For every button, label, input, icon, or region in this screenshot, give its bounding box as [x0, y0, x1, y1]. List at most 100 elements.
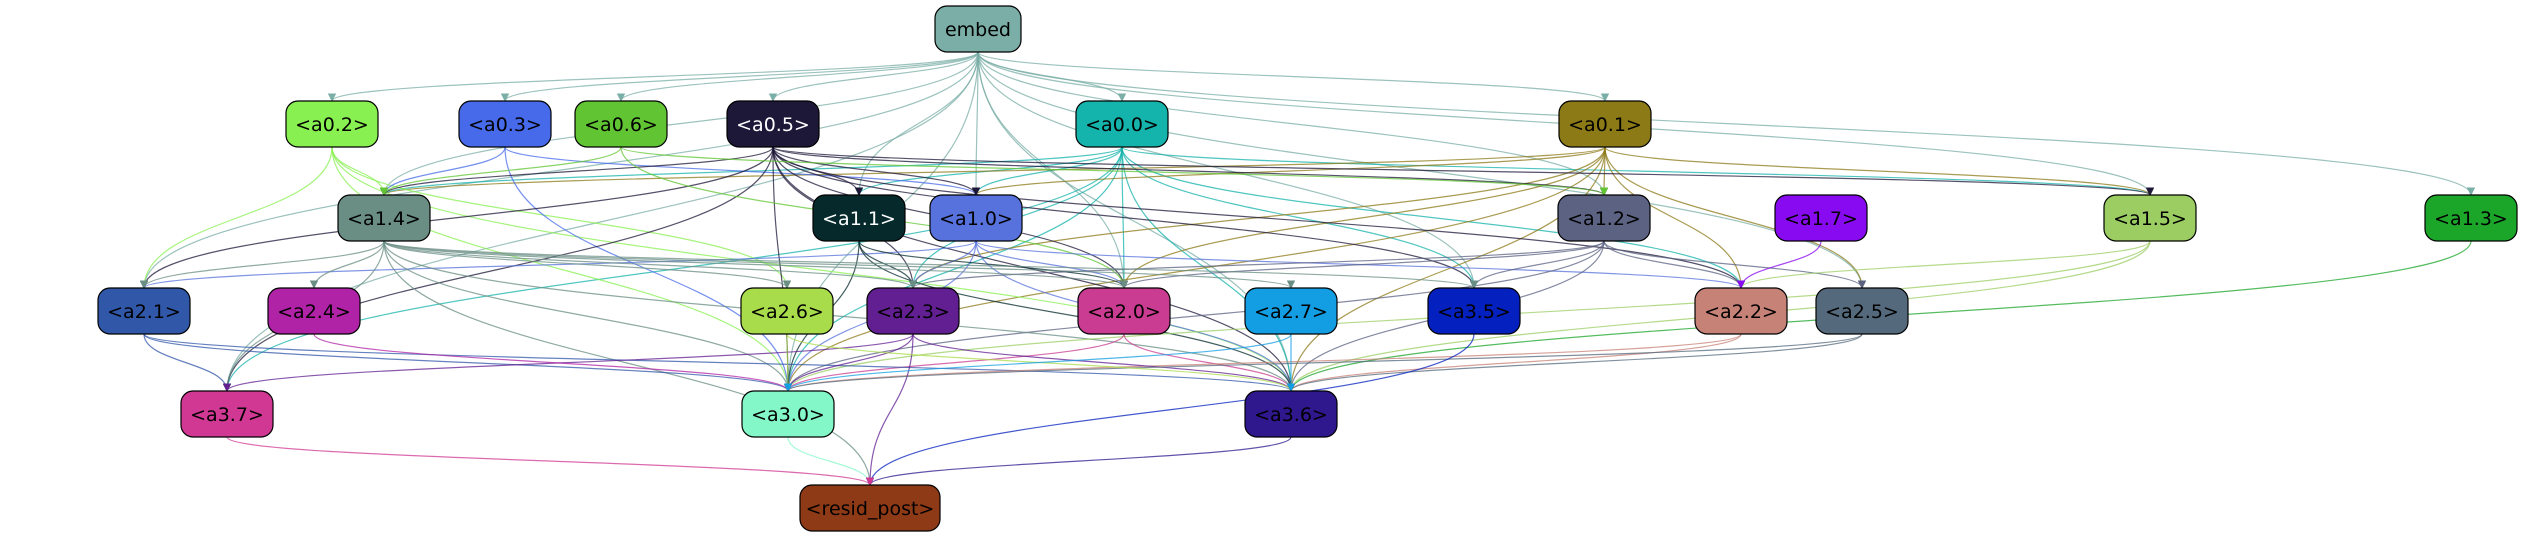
edge-a0_3-to-a1_0 [504, 146, 981, 196]
edge-a1_5-to-a2_2 [1736, 240, 2151, 289]
edge-a1_1-to-a2_0 [858, 240, 1129, 289]
edge-embed-to-a1_4 [379, 51, 979, 196]
node-box [741, 390, 835, 438]
node-a0-2[interactable]: <a0.2> [285, 100, 379, 148]
edge-a2_3-to-a3_0 [783, 333, 914, 392]
node-label: embed [945, 19, 1011, 41]
node-a1-2[interactable]: <a1.2> [1557, 194, 1651, 242]
node-label: <a0.3> [468, 114, 542, 136]
node-a1-1[interactable]: <a1.1> [812, 194, 906, 242]
edge-a0_5-to-a1_0 [772, 146, 981, 196]
node-label: <a2.1> [107, 301, 181, 323]
edge-a1_4-to-a2_3 [383, 240, 918, 289]
node-a3-7[interactable]: <a3.7> [180, 390, 274, 438]
node-layer: embed <a0.0> <a0.1> <a0.2> <a0.3> <a0.5> <a0.6… [97, 5, 2518, 532]
edge-a0_5-to-a1_5 [772, 146, 2154, 196]
edge-a2_0-to-a3_0 [783, 333, 1125, 392]
node-a1-4[interactable]: <a1.4> [337, 194, 431, 242]
node-a3-5[interactable]: <a3.5> [1427, 287, 1521, 335]
node-a1-7[interactable]: <a1.7> [1774, 194, 1868, 242]
node-a0-0[interactable]: <a0.0> [1075, 100, 1169, 148]
node-box [929, 194, 1023, 242]
edge-a0_3-to-a3_0 [504, 146, 793, 392]
node-a2-4[interactable]: <a2.4> [267, 287, 361, 335]
edge-a2_2-to-a3_6 [1286, 333, 1742, 392]
edge-embed-to-a0_6 [616, 51, 979, 102]
node-a2-1[interactable]: <a2.1> [97, 287, 191, 335]
node-a2-0[interactable]: <a2.0> [1077, 287, 1171, 335]
node-a2-7[interactable]: <a2.7> [1244, 287, 1338, 335]
edge-embed-to-a0_1 [977, 51, 1610, 102]
node-a3-6[interactable]: <a3.6> [1244, 390, 1338, 438]
node-resid-post[interactable]: <resid_post> [799, 484, 941, 532]
edge-a1_4-to-a2_0 [383, 240, 1128, 289]
node-box [2424, 194, 2518, 242]
node-box [1815, 287, 1909, 335]
node-a2-6[interactable]: <a2.6> [740, 287, 834, 335]
edge-a0_1-to-a3_6 [1286, 146, 1606, 392]
node-a2-2[interactable]: <a2.2> [1694, 287, 1788, 335]
edge-a0_6-to-a1_4 [379, 146, 622, 196]
node-box [1075, 100, 1169, 148]
node-a1-3[interactable]: <a1.3> [2424, 194, 2518, 242]
edge-a2_0-to-a3_6 [1123, 333, 1296, 392]
edge-a0_0-to-a1_0 [971, 146, 1123, 196]
node-box [180, 390, 274, 438]
node-a2-3[interactable]: <a2.3> [866, 287, 960, 335]
node-box [337, 194, 431, 242]
node-a2-5[interactable]: <a2.5> [1815, 287, 1909, 335]
node-label: <a1.1> [822, 208, 896, 230]
node-a1-0[interactable]: <a1.0> [929, 194, 1023, 242]
node-box [934, 5, 1022, 53]
node-a1-5[interactable]: <a1.5> [2103, 194, 2197, 242]
node-box [812, 194, 906, 242]
edge-a1_4-to-a2_6 [383, 240, 792, 289]
edge-a0_0-to-a3_6 [1121, 146, 1296, 392]
edge-a2_5-to-a3_6 [1286, 333, 1863, 392]
node-embed[interactable]: embed [934, 5, 1022, 53]
node-box [866, 287, 960, 335]
node-a0-1[interactable]: <a0.1> [1558, 100, 1652, 148]
edge-a0_3-to-a1_4 [379, 146, 506, 196]
edge-a0_1-to-a2_5 [1604, 146, 1867, 289]
edge-a1_2-to-a2_5 [1603, 240, 1867, 289]
edge-a2_2-to-a3_0 [784, 333, 1742, 392]
edge-a1_4-to-resid_post [383, 240, 875, 486]
edge-embed-to-a2_1 [139, 51, 979, 289]
edge-a0_0-to-a1_5 [1121, 146, 2154, 196]
node-label: <a1.3> [2434, 208, 2508, 230]
node-a0-3[interactable]: <a0.3> [458, 100, 552, 148]
node-box [574, 100, 668, 148]
node-box [726, 100, 820, 148]
edge-a0_1-to-a1_4 [380, 146, 1606, 196]
node-label: <a2.3> [876, 301, 950, 323]
node-label: <a0.5> [736, 114, 810, 136]
node-label: <a1.2> [1567, 208, 1641, 230]
edge-a1_2-to-a2_3 [909, 240, 1605, 289]
node-box [1244, 390, 1338, 438]
edge-a0_5-to-a3_7 [222, 146, 774, 392]
edge-a1_4-to-a3_6 [383, 240, 1296, 392]
node-box [799, 484, 941, 532]
node-a3-0[interactable]: <a3.0> [741, 390, 835, 438]
node-label: <a0.0> [1085, 114, 1159, 136]
edge-layer [139, 51, 2476, 486]
node-box [2103, 194, 2197, 242]
edge-a0_2-to-a2_1 [139, 146, 333, 289]
node-label: <a2.6> [750, 301, 824, 323]
edge-a2_5-to-a3_0 [784, 333, 1863, 392]
edge-a3_0-to-resid_post [787, 436, 875, 486]
edge-a0_0-to-a3_7 [222, 146, 1123, 392]
node-label: <a3.0> [751, 404, 825, 426]
edge-a2_3-to-a3_6 [912, 333, 1296, 392]
edge-a2_3-to-resid_post [865, 333, 914, 486]
node-box [285, 100, 379, 148]
node-label: <a2.4> [277, 301, 351, 323]
edge-a0_1-to-a1_5 [1604, 146, 2155, 196]
node-a0-6[interactable]: <a0.6> [574, 100, 668, 148]
node-label: <a1.0> [939, 208, 1013, 230]
node-a0-5[interactable]: <a0.5> [726, 100, 820, 148]
node-label: <a3.6> [1254, 404, 1328, 426]
